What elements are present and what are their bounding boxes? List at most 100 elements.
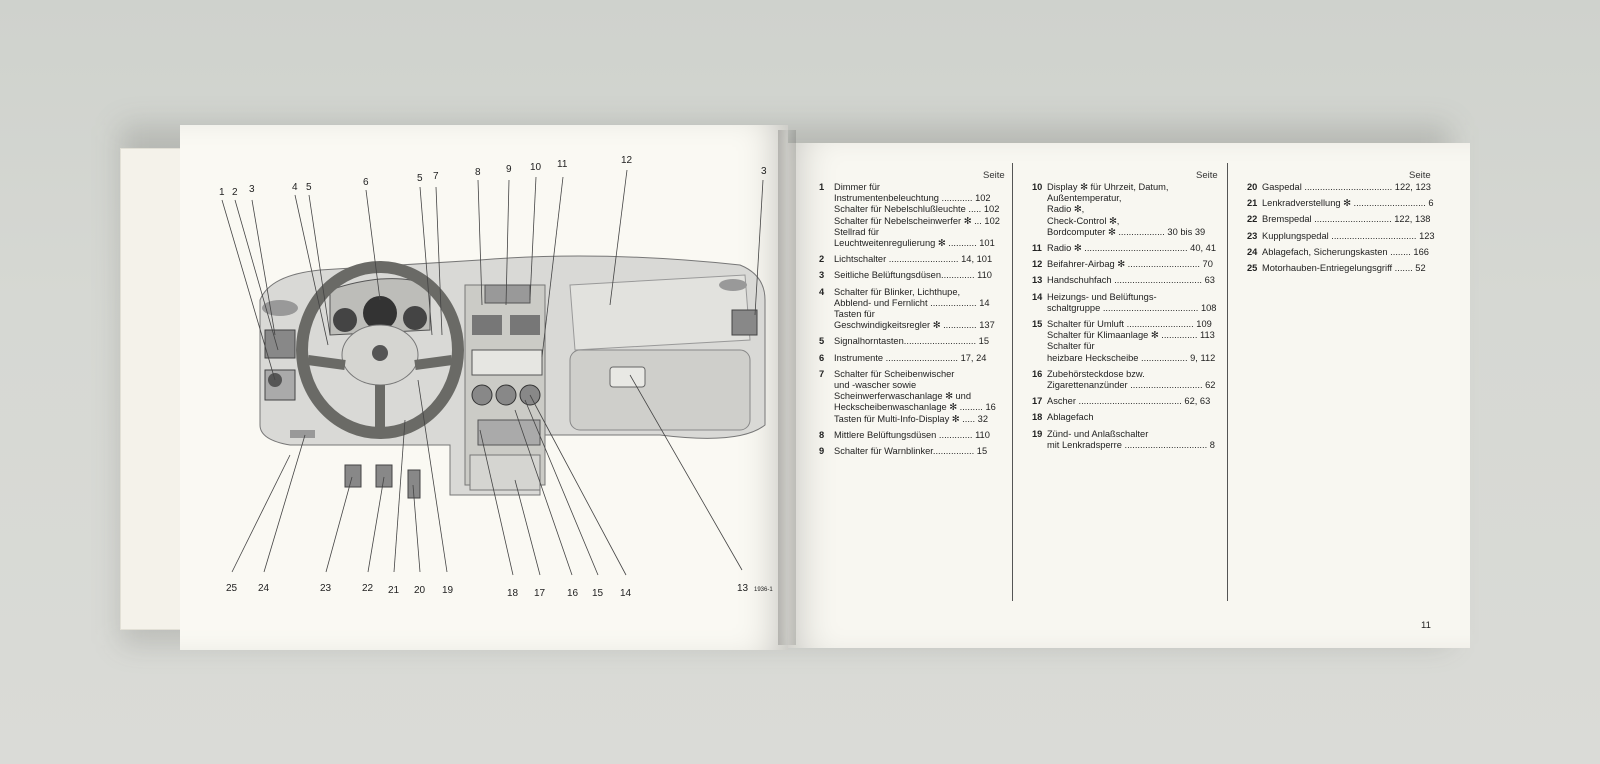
legend-entry-text: Mittlere Belüftungsdüsen ............. 1… (834, 429, 990, 440)
legend-entry-text: Gaspedal ...............................… (1262, 182, 1431, 192)
legend-entry-number: 14 (1032, 291, 1043, 302)
label-5b: 5 (417, 173, 423, 184)
legend-entry: 24 Ablagefach, Sicherungskasten ........ … (1247, 246, 1442, 258)
label-11: 11 (557, 159, 568, 170)
label-18: 18 (507, 588, 519, 599)
label-3: 3 (249, 184, 255, 195)
label-5a: 5 (306, 182, 312, 193)
seite-label-col1: Seite (983, 170, 1005, 181)
legend-entry-number: 12 (1032, 259, 1043, 270)
legend-entry-number: 5 (819, 336, 825, 347)
label-9: 9 (506, 164, 512, 175)
legend-entry: 22 Bremspedal ...........................… (1247, 214, 1442, 225)
legend-entry-number: 20 (1247, 182, 1258, 192)
legend-entry: 20 Gaspedal .............................… (1247, 182, 1442, 193)
legend-entry-text: Tasten für Multi-Info-Display ✻ ..... 32 (834, 413, 989, 424)
legend-entry-text: Dimmer für (834, 182, 880, 192)
legend-entry-number: 8 (819, 429, 825, 440)
label-13: 13 (737, 583, 749, 594)
legend-entry: 17 Ascher ...............................… (1032, 396, 1227, 407)
legend-entry-number: 21 (1247, 198, 1258, 209)
legend-entry-text: Schalter für Warnblinker................… (834, 446, 988, 456)
label-3b: 3 (761, 166, 767, 177)
legend-entry-text: Schalter für (1047, 341, 1095, 352)
legend-entry-number: 25 (1247, 263, 1258, 273)
legend-entry: 9 Schalter für Warnblinker...............… (819, 446, 1014, 457)
legend-entry-text: Radio ✻ ................................… (1047, 243, 1216, 253)
legend-entry-text: schaltgruppe ...........................… (1047, 302, 1217, 313)
legend-entry-text: Ablagefach, Sicherungskasten ........ 16… (1262, 246, 1429, 257)
legend-entry-number: 18 (1032, 412, 1043, 423)
legend-entry-text: Abblend- und Fernlicht .................… (834, 297, 990, 308)
legend-entry-text: Lenkradverstellung ✻ ...................… (1262, 198, 1434, 209)
legend-entry-number: 7 (819, 368, 825, 379)
legend-entry-number: 15 (1032, 319, 1043, 329)
label-22: 22 (362, 583, 374, 594)
label-24: 24 (258, 583, 270, 594)
legend-entry-text: Heizungs- und Belüftungs- (1047, 291, 1157, 302)
legend-entry-text: Bremspedal .............................… (1262, 214, 1431, 225)
column-divider (1012, 163, 1013, 601)
legend-entry-text: Kupplungspedal .........................… (1262, 230, 1435, 241)
label-8: 8 (475, 167, 481, 178)
legend-entry-number: 11 (1032, 243, 1042, 253)
seite-label-col3: Seite (1409, 170, 1431, 181)
label-15: 15 (592, 588, 604, 599)
legend-entry-text: und -wascher sowie (834, 380, 917, 390)
legend-entry-text: Zünd- und Anlaßschalter (1047, 428, 1149, 439)
legend-entry-number: 1 (819, 182, 825, 192)
legend-entry-text: Heckscheibenwaschanlage ✻ ......... 16 (834, 402, 996, 413)
legend-entry-number: 13 (1032, 275, 1043, 286)
legend-entry-text: Geschwindigkeitsregler ✻ ............. 1… (834, 320, 995, 331)
legend-entry-text: Schalter für Nebelscheinwerfer ✻ ... 102 (834, 215, 1000, 226)
legend-entry: 14 Heizungs- und Belüftungs-schaltgruppe … (1032, 291, 1227, 314)
legend-entry-number: 24 (1247, 246, 1258, 257)
legend-entry-number: 10 (1032, 182, 1043, 192)
label-4: 4 (292, 182, 298, 193)
legend-entry: 12 Beifahrer-Airbag ✻ ...................… (1032, 259, 1227, 270)
label-20: 20 (414, 585, 426, 596)
right-page (788, 143, 1470, 648)
label-17: 17 (534, 588, 546, 599)
legend-entry: 18 Ablagefach (1032, 412, 1227, 423)
page-number: 11 (1421, 620, 1431, 631)
legend-entry-text: Signalhorntasten........................… (834, 336, 990, 347)
legend-entry-text: Handschuhfach ..........................… (1047, 275, 1215, 286)
legend-entry-text: Beifahrer-Airbag ✻ .....................… (1047, 259, 1213, 270)
legend-entry-text: Display ✻ für Uhrzeit, Datum, (1047, 182, 1169, 192)
legend-entry-text: Check-Control ✻, (1047, 215, 1120, 226)
book-gutter (778, 130, 796, 645)
label-19: 19 (442, 585, 454, 596)
legend-entry: 13 Handschuhfach ........................… (1032, 275, 1227, 286)
legend-entry-number: 17 (1032, 396, 1043, 407)
legend-entry-number: 4 (819, 286, 825, 297)
label-25: 25 (226, 583, 238, 594)
legend-entry-number: 9 (819, 446, 825, 456)
legend-entry-text: Scheinwerferwaschanlage ✻ und (834, 391, 971, 402)
legend-entry: 23 Kupplungspedal .......................… (1247, 230, 1442, 242)
legend-entry: 11 Radio ✻ ..............................… (1032, 243, 1227, 254)
legend-entry-text: Ablagefach (1047, 412, 1094, 423)
legend-entry-number: 23 (1247, 230, 1258, 241)
column-divider (1227, 163, 1228, 601)
label-10: 10 (530, 162, 542, 173)
legend-entry-text: heizbare Heckscheibe .................. … (1047, 352, 1216, 363)
legend-entry-text: Zigarettenanzünder .....................… (1047, 380, 1216, 390)
legend-entry-text: Radio ✻, (1047, 204, 1085, 215)
label-7: 7 (433, 171, 439, 182)
label-6: 6 (363, 177, 369, 188)
legend-entry-text: Schalter für Klimaanlage ✻ .............… (1047, 330, 1215, 341)
legend-entry-text: Seitliche Belüftungsdüsen............. 1… (834, 270, 992, 281)
legend-entry-number: 22 (1247, 214, 1258, 225)
legend-entry-text: Schalter für Blinker, Lichthupe, (834, 286, 961, 297)
legend-entry-text: Ascher .................................… (1047, 396, 1211, 407)
legend-entry-text: Schalter für Scheibenwischer (834, 368, 955, 379)
dashboard-diagram: 1 2 3 4 5 6 5 7 8 9 10 11 12 3 25 24 23 … (219, 155, 773, 599)
